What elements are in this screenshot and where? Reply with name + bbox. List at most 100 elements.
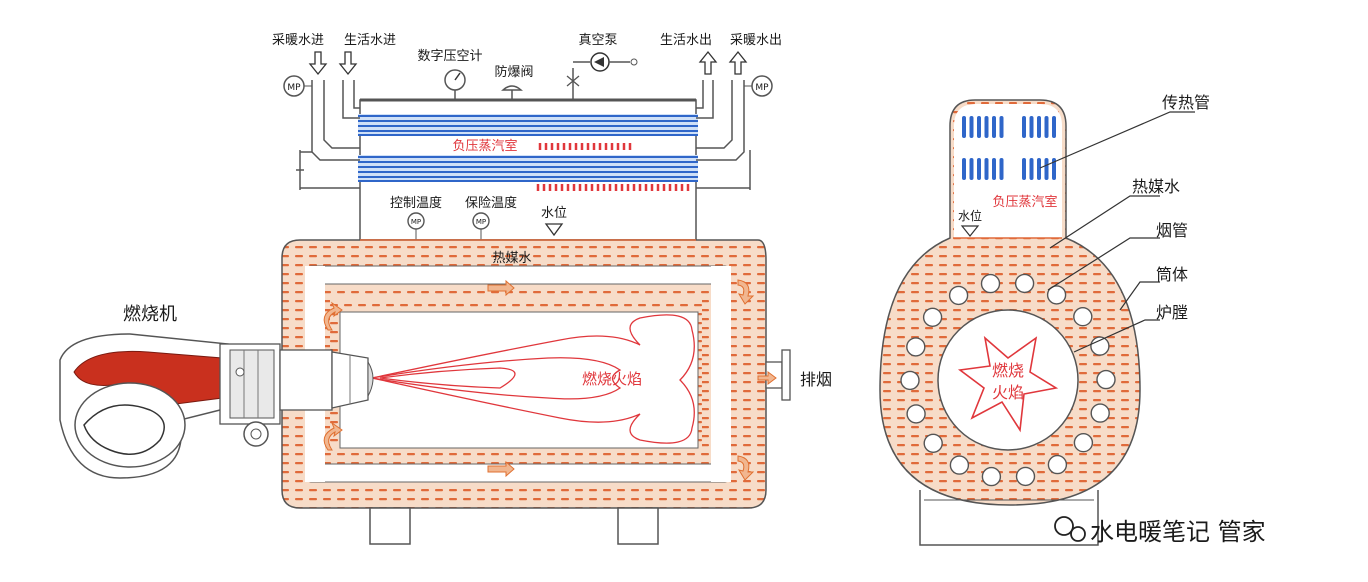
temp-sensor-icons: MP MP — [407, 212, 564, 240]
flow-arrows-inner — [323, 279, 755, 481]
shell-label: 筒体 — [1156, 265, 1188, 284]
heat-tube — [962, 116, 966, 138]
pipes — [296, 80, 751, 190]
heat-tube — [984, 158, 989, 180]
pressure-gauge-right: MP — [744, 75, 773, 97]
heat-tube — [984, 116, 989, 138]
smoke-tube — [1090, 403, 1110, 423]
smoke-tube — [1014, 273, 1035, 294]
heat-tube — [1044, 158, 1049, 180]
heat-tube-label: 传热管 — [1162, 93, 1210, 112]
vacuum-pump — [566, 52, 638, 100]
top-labels: 采暖水进 生活水进 数字压空计 防爆阀 真空泵 生活水出 采暖水出 — [272, 33, 782, 80]
water-level-icon — [544, 223, 564, 237]
explosion-valve — [501, 85, 523, 100]
smoke-tube — [981, 466, 1002, 487]
heat-tube — [969, 158, 974, 180]
smoke-tube — [1046, 285, 1067, 305]
heat-tube — [999, 158, 1004, 180]
side-view: 负压蒸汽室 水位 燃烧 火焰 — [879, 99, 1141, 546]
gauge-symbol: MP — [755, 83, 769, 93]
smoke-tube — [1015, 466, 1036, 487]
pressure-gauge-left: MP — [283, 75, 312, 97]
heating-out-label: 采暖水出 — [730, 33, 782, 48]
wechat-icon — [1054, 516, 1086, 542]
side-water-label: 热媒水 — [1132, 177, 1180, 196]
exhaust-arrow-icon — [757, 371, 777, 385]
burner-label: 燃烧机 — [123, 304, 177, 325]
heat-tube — [1052, 116, 1056, 138]
heat-tube — [1044, 116, 1049, 138]
exhaust-label: 排烟 — [800, 370, 832, 389]
flow-arrows-top — [308, 50, 748, 76]
heat-tube — [977, 158, 981, 180]
smoke-tube — [1047, 454, 1068, 475]
smoke-tube — [949, 455, 970, 475]
gauge-symbol: MP — [411, 218, 421, 226]
gauge-symbol: MP — [476, 218, 486, 226]
smoke-tube — [923, 433, 943, 453]
domestic-supply-label: 生活水进 — [344, 33, 396, 48]
arrow-down-icon — [308, 51, 328, 76]
side-water-level-icon — [960, 225, 980, 237]
side-heat-tubes — [962, 116, 1056, 180]
heat-tube — [992, 158, 996, 180]
furnace-label: 炉膛 — [1156, 303, 1188, 322]
gauge-symbol: MP — [287, 83, 301, 93]
flame-label: 燃烧火焰 — [582, 370, 642, 388]
smoke-tube — [980, 273, 1001, 294]
side-steam-room-label: 负压蒸汽室 — [992, 194, 1057, 210]
sensor-labels: 控制温度 保险温度 水位 — [390, 195, 567, 221]
arrow-up-icon — [728, 50, 748, 75]
flame: 燃烧火焰 — [371, 314, 695, 444]
heat-tube — [1029, 158, 1034, 180]
heat-tube-bundle-top — [358, 114, 698, 136]
watermark-text: 水电暖笔记 管家 — [1090, 518, 1266, 546]
control-temp-label: 控制温度 — [390, 195, 442, 211]
smoke-tube — [1090, 336, 1110, 356]
heat-tube — [962, 158, 966, 180]
heat-tube — [969, 116, 974, 138]
smoke-tube — [1096, 369, 1116, 390]
side-label-texts: 传热管 热媒水 烟管 筒体 炉膛 — [1132, 93, 1210, 322]
heat-tube — [992, 116, 996, 138]
side-flame-line1: 燃烧 — [992, 361, 1024, 380]
heat-medium-water-label: 热媒水 — [492, 251, 531, 266]
arrow-up-icon — [698, 50, 718, 75]
side-leaders — [1039, 111, 1195, 353]
side-flame-line2: 火焰 — [992, 383, 1024, 402]
digital-pressure-gauge — [444, 69, 466, 100]
steam-chamber: 负压蒸汽室 — [358, 98, 698, 241]
support-legs — [369, 507, 659, 545]
side-water-level-label: 水位 — [958, 208, 982, 223]
burner: 燃烧机 — [59, 304, 374, 479]
steam-dashes-top — [538, 143, 632, 150]
steam-room-label: 负压蒸汽室 — [452, 138, 517, 154]
smoke-tube — [900, 370, 920, 391]
smoke-tube — [922, 307, 943, 327]
heat-tube — [1022, 158, 1026, 180]
smoke-tube — [948, 285, 969, 306]
domestic-out-label: 生活水出 — [660, 33, 712, 48]
exhaust-outlet: 排烟 — [757, 349, 832, 401]
arrow-down-icon — [338, 51, 358, 76]
steam-dashes-bottom — [536, 184, 690, 191]
heat-tube-bundle-bottom — [358, 155, 698, 182]
smoke-tube — [906, 404, 926, 424]
pressure-gauge-label: 数字压空计 — [417, 49, 482, 64]
explosion-valve-label: 防爆阀 — [494, 64, 533, 80]
side-support — [919, 490, 1099, 546]
heating-supply-label: 采暖水进 — [272, 33, 324, 48]
heat-tube — [1052, 158, 1056, 180]
watermark: 水电暖笔记 管家 — [1054, 516, 1266, 546]
smoke-tube — [1073, 433, 1094, 453]
heat-tube — [999, 116, 1004, 138]
side-flame-star — [957, 335, 1059, 433]
heat-tube — [1022, 116, 1026, 138]
side-smoke-tubes — [900, 273, 1116, 487]
heat-tube — [1037, 116, 1041, 138]
smoke-tube — [1073, 307, 1093, 327]
smoke-tube — [906, 337, 926, 357]
vacuum-pump-label: 真空泵 — [578, 33, 617, 48]
